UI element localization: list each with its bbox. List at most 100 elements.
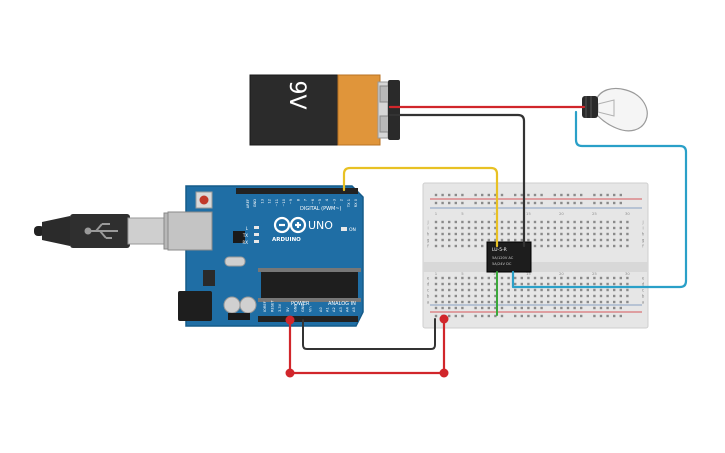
breadboard-hole[interactable] xyxy=(494,232,497,236)
breadboard-hole[interactable] xyxy=(580,232,583,236)
breadboard-rail-hole[interactable] xyxy=(514,193,517,197)
breadboard-rail-hole[interactable] xyxy=(580,201,583,205)
breadboard-hole[interactable] xyxy=(580,226,583,230)
analog-header[interactable] xyxy=(318,316,358,322)
breadboard-hole[interactable] xyxy=(467,226,471,230)
battery-positive-terminal[interactable] xyxy=(379,85,390,103)
breadboard-hole[interactable] xyxy=(619,282,622,286)
light-bulb[interactable] xyxy=(582,87,648,132)
breadboard-hole[interactable] xyxy=(454,294,457,298)
breadboard-hole[interactable] xyxy=(606,276,609,280)
breadboard-hole[interactable] xyxy=(540,282,543,286)
breadboard-hole[interactable] xyxy=(533,220,537,224)
breadboard-rail-hole[interactable] xyxy=(560,201,563,205)
breadboard-hole[interactable] xyxy=(507,226,510,230)
breadboard-hole[interactable] xyxy=(494,288,497,292)
breadboard-rail-hole[interactable] xyxy=(448,306,451,310)
breadboard-hole[interactable] xyxy=(533,238,537,242)
breadboard-rail-hole[interactable] xyxy=(454,306,457,310)
wire-bulb-to-relay-blue[interactable] xyxy=(511,110,688,289)
breadboard-rail-hole[interactable] xyxy=(448,193,451,197)
breadboard-rail-hole[interactable] xyxy=(434,306,438,310)
breadboard-hole[interactable] xyxy=(487,282,490,286)
breadboard-hole[interactable] xyxy=(553,226,556,230)
breadboard-rail-hole[interactable] xyxy=(560,193,563,197)
breadboard-hole[interactable] xyxy=(619,288,622,292)
breadboard-hole[interactable] xyxy=(566,220,570,224)
breadboard-hole[interactable] xyxy=(566,294,570,298)
breadboard-hole[interactable] xyxy=(619,232,622,236)
breadboard-rail-hole[interactable] xyxy=(533,314,537,318)
breadboard-hole[interactable] xyxy=(434,288,438,292)
breadboard-hole[interactable] xyxy=(560,244,563,248)
breadboard-rail-hole[interactable] xyxy=(441,193,444,197)
breadboard-hole[interactable] xyxy=(494,300,497,304)
breadboard-rail-hole[interactable] xyxy=(566,201,570,205)
breadboard-hole[interactable] xyxy=(553,232,556,236)
breadboard-hole[interactable] xyxy=(481,232,484,236)
breadboard-hole[interactable] xyxy=(454,282,457,286)
breadboard-rail-hole[interactable] xyxy=(599,314,603,318)
breadboard-hole[interactable] xyxy=(454,226,457,230)
breadboard-rail-hole[interactable] xyxy=(448,201,451,205)
breadboard-hole[interactable] xyxy=(573,226,576,230)
breadboard-hole[interactable] xyxy=(606,232,609,236)
breadboard-rail-hole[interactable] xyxy=(619,193,622,197)
breadboard-rail-hole[interactable] xyxy=(619,314,622,318)
breadboard-hole[interactable] xyxy=(494,294,497,298)
breadboard-hole[interactable] xyxy=(520,300,523,304)
breadboard-hole[interactable] xyxy=(500,300,504,304)
breadboard-hole[interactable] xyxy=(599,276,603,280)
breadboard-hole[interactable] xyxy=(441,226,444,230)
breadboard-hole[interactable] xyxy=(434,238,438,242)
breadboard-hole[interactable] xyxy=(487,276,490,280)
breadboard-hole[interactable] xyxy=(467,232,471,236)
breadboard-hole[interactable] xyxy=(520,232,523,236)
breadboard-hole[interactable] xyxy=(481,226,484,230)
breadboard-hole[interactable] xyxy=(580,220,583,224)
breadboard-hole[interactable] xyxy=(626,282,629,286)
breadboard-rail-hole[interactable] xyxy=(487,201,490,205)
breadboard-hole[interactable] xyxy=(533,282,537,286)
breadboard-hole[interactable] xyxy=(626,238,629,242)
breadboard-hole[interactable] xyxy=(474,232,477,236)
breadboard-hole[interactable] xyxy=(527,288,530,292)
breadboard-rail-hole[interactable] xyxy=(613,201,616,205)
breadboard-hole[interactable] xyxy=(606,220,609,224)
breadboard-hole[interactable] xyxy=(586,288,589,292)
breadboard-rail-hole[interactable] xyxy=(434,193,438,197)
breadboard-hole[interactable] xyxy=(448,226,451,230)
breadboard-hole[interactable] xyxy=(514,288,517,292)
breadboard-hole[interactable] xyxy=(467,294,471,298)
breadboard-rail-hole[interactable] xyxy=(514,201,517,205)
breadboard-hole[interactable] xyxy=(593,282,596,286)
breadboard-rail-hole[interactable] xyxy=(461,201,464,205)
breadboard-hole[interactable] xyxy=(593,226,596,230)
breadboard-hole[interactable] xyxy=(613,220,616,224)
breadboard-hole[interactable] xyxy=(626,244,629,248)
breadboard-rail-hole[interactable] xyxy=(520,306,523,310)
breadboard-hole[interactable] xyxy=(474,226,477,230)
breadboard-hole[interactable] xyxy=(540,276,543,280)
breadboard-hole[interactable] xyxy=(580,238,583,242)
breadboard-hole[interactable] xyxy=(586,244,589,248)
breadboard-rail-hole[interactable] xyxy=(613,314,616,318)
breadboard-rail-hole[interactable] xyxy=(461,306,464,310)
breadboard-hole[interactable] xyxy=(573,294,576,298)
breadboard-hole[interactable] xyxy=(599,294,603,298)
breadboard-hole[interactable] xyxy=(448,300,451,304)
breadboard-hole[interactable] xyxy=(500,282,504,286)
breadboard-rail-hole[interactable] xyxy=(560,314,563,318)
breadboard-rail-hole[interactable] xyxy=(540,201,543,205)
breadboard-rail-hole[interactable] xyxy=(540,314,543,318)
breadboard-rail-hole[interactable] xyxy=(593,201,596,205)
breadboard-hole[interactable] xyxy=(573,282,576,286)
breadboard-hole[interactable] xyxy=(514,276,517,280)
breadboard-rail-hole[interactable] xyxy=(573,193,576,197)
breadboard-hole[interactable] xyxy=(560,220,563,224)
breadboard-hole[interactable] xyxy=(514,238,517,242)
breadboard-rail-hole[interactable] xyxy=(606,201,609,205)
breadboard-hole[interactable] xyxy=(573,288,576,292)
breadboard-hole[interactable] xyxy=(573,238,576,242)
breadboard-rail-hole[interactable] xyxy=(593,306,596,310)
